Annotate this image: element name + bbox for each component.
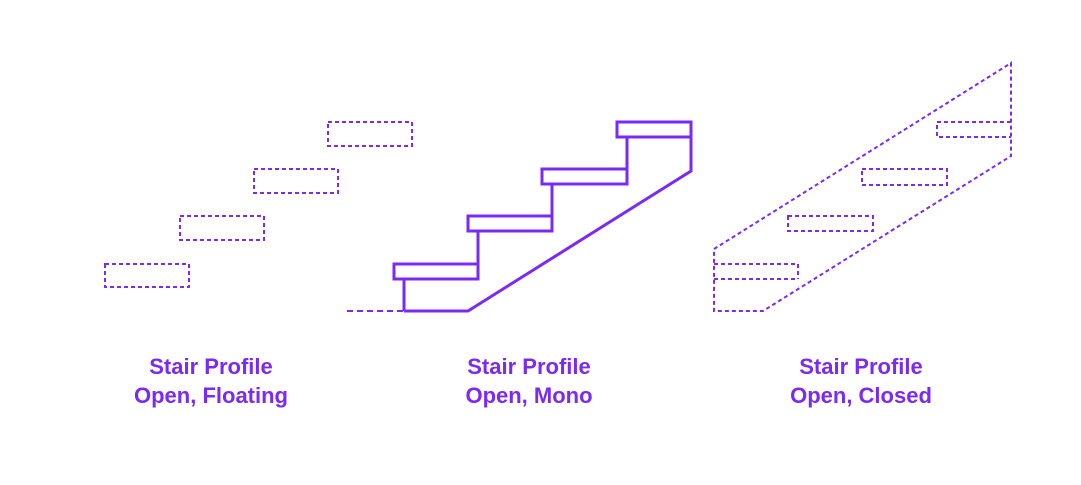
caption-title: Stair Profile [467,354,591,379]
caption-subtitle: Open, Closed [790,383,932,408]
mono-stringer-outline [402,135,693,313]
floating-tread-2 [179,215,265,241]
caption-subtitle: Open, Floating [134,383,288,408]
floating-tread-1 [104,263,190,288]
floating-tread-4 [327,121,413,147]
caption-title: Stair Profile [799,354,923,379]
caption-open-mono: Stair Profile Open, Mono [379,352,679,410]
mono-tread-3 [540,167,629,186]
closed-tread-3 [861,168,948,186]
open-mono-stair-illustration [347,120,693,313]
caption-subtitle: Open, Mono [465,383,593,408]
closed-stringer-outline [713,61,1012,312]
mono-tread-4 [615,120,693,139]
closed-tread-1 [714,263,799,279]
caption-open-floating: Stair Profile Open, Floating [61,352,361,410]
caption-open-closed: Stair Profile Open, Closed [711,352,1011,410]
floating-tread-3 [253,168,339,194]
closed-tread-2 [787,215,874,232]
open-floating-stair-illustration [104,121,413,288]
mono-tread-2 [466,214,554,233]
closed-tread-4 [936,121,1011,138]
open-closed-stair-illustration [713,61,1012,312]
caption-title: Stair Profile [149,354,273,379]
mono-tread-1 [392,262,480,281]
